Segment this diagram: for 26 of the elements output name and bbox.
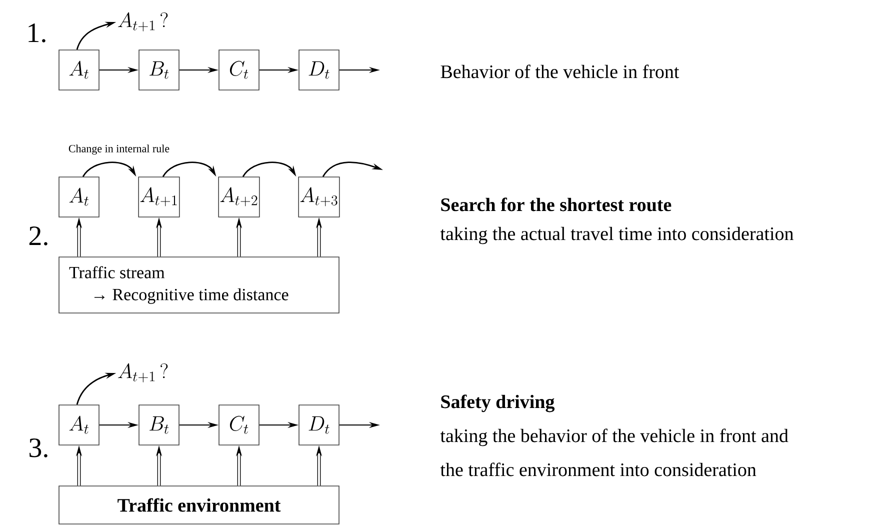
step-number: 3. — [30, 438, 48, 458]
variable-box: $C_{t}$ — [218, 404, 260, 446]
step-number: 2. — [29, 226, 48, 246]
environment-box: Traffic environment — [58, 486, 340, 524]
description-text: Behavior of the vehicle in front — [440, 64, 680, 78]
variable-box: $D_{t}$ — [298, 404, 340, 446]
variable-box: $B_{t}$ — [138, 50, 180, 90]
variable-box: $A_{t+1}$ — [138, 176, 180, 218]
heading-text: Safety driving — [441, 394, 555, 412]
variable-box: $C_{t}$ — [218, 50, 260, 90]
prediction-text: $A_{t+1}\,?$ — [118, 363, 168, 382]
description-text: the traffic environment into consideration — [440, 462, 756, 476]
heading-text: Search for the shortest route — [441, 198, 672, 212]
edge-label: Change in internal rule — [67, 144, 171, 156]
variable-box: $A_{t+2}$ — [218, 176, 260, 218]
description-text: taking the actual travel time into consideration — [440, 226, 794, 244]
variable-box: $A_{t}$ — [58, 404, 100, 446]
variable-box: $B_{t}$ — [138, 404, 180, 446]
variable-box: $A_{t}$ — [58, 50, 100, 90]
step-number: 1. — [28, 24, 46, 42]
variable-box: $D_{t}$ — [298, 50, 340, 90]
variable-box: $A_{t+3}$ — [298, 176, 340, 218]
environment-box: Traffic stream → Recognitive time distance — [58, 256, 340, 314]
description-text: taking the behavior of the vehicle in front and — [440, 428, 788, 446]
prediction-text: $A_{t+1}\,?$ — [118, 12, 168, 32]
variable-box: $A_{t}$ — [58, 176, 100, 218]
